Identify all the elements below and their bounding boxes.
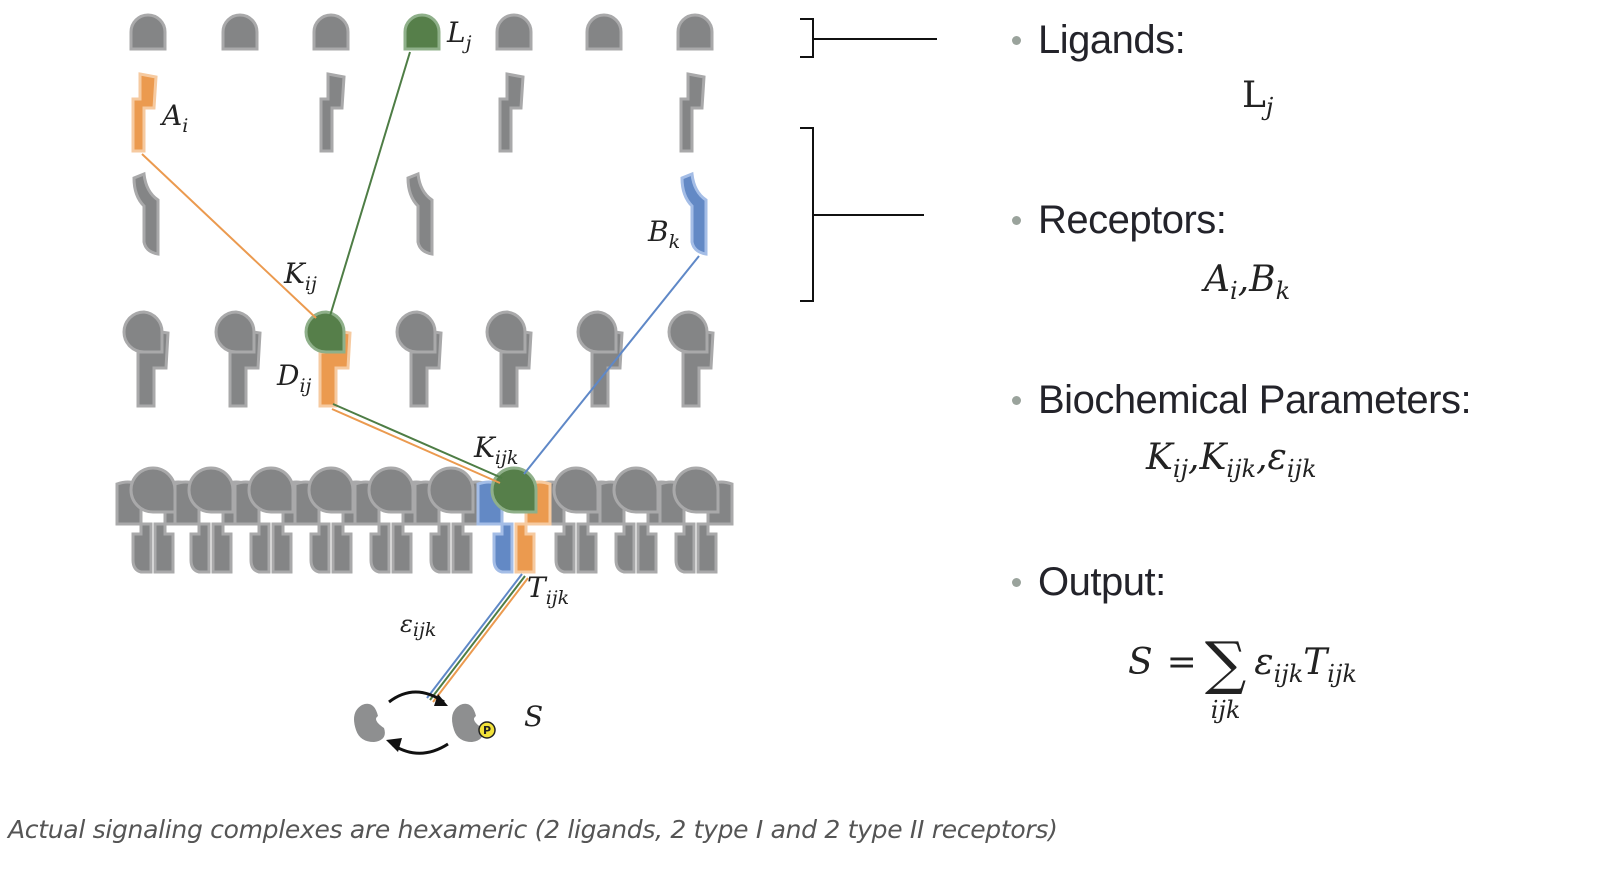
sum-index: ijk <box>1210 696 1241 724</box>
sum-operator: ∑ ijk <box>1205 634 1246 724</box>
output-terms: εijkTijk <box>1254 642 1357 688</box>
trimer <box>413 466 489 574</box>
dimer-row <box>122 310 715 408</box>
trimer-to-output-line-green <box>429 575 526 701</box>
dimer-to-trimer-line-green <box>332 403 503 479</box>
ligand <box>495 13 533 51</box>
substrate-phosphorylated <box>452 703 483 742</box>
bracket-ligands <box>800 18 937 58</box>
label-s: S <box>524 700 543 733</box>
output-equals: = <box>1166 642 1197 683</box>
receptor-b <box>406 172 434 256</box>
ligand-highlighted <box>403 13 441 51</box>
dimer-highlighted <box>304 310 352 408</box>
label-eps-ijk: εijk <box>400 610 436 641</box>
receptor-a-to-dimer-line <box>141 153 317 319</box>
legend-title-parameters: Biochemical Parameters: <box>1038 378 1472 422</box>
receptor-a-row <box>319 72 706 153</box>
label-tijk: Tijk <box>527 571 569 609</box>
ligand <box>221 13 259 51</box>
label-dij: Dij <box>276 359 312 397</box>
substrate-cycle: P <box>354 690 496 755</box>
bracket-receptors <box>800 127 924 302</box>
reverse-arrow-head <box>386 738 402 752</box>
legend-item-parameters: Biochemical Parameters: <box>1012 378 1472 423</box>
ligand <box>585 13 623 51</box>
phosphate-label: P <box>483 724 491 737</box>
caption: Actual signaling complexes are hexameric… <box>8 815 1058 844</box>
legend-title-output: Output: <box>1038 560 1166 604</box>
receptor-a-highlighted <box>131 72 158 153</box>
trimer-to-output-line-blue <box>426 573 523 699</box>
formula-parameters: Kij,Kijk,εijk <box>1146 437 1317 483</box>
label-bk: Bk <box>647 215 680 253</box>
formula-ligands: Lj <box>1242 75 1274 121</box>
legend-title-receptors: Receptors: <box>1038 198 1227 242</box>
receptor-a <box>498 72 525 153</box>
label-kij: Kij <box>283 257 317 295</box>
formula-output: S = ∑ ijk εijkTijk <box>1128 634 1357 724</box>
bullet-icon <box>1012 36 1021 45</box>
output-lhs: S <box>1128 642 1153 683</box>
forward-arrow-head <box>434 694 448 706</box>
phosphate-icon <box>478 721 496 739</box>
ligand <box>676 13 714 51</box>
dimer <box>122 310 170 408</box>
trimer-row <box>115 466 734 574</box>
ligand <box>312 13 350 51</box>
ligand <box>129 13 167 51</box>
receptor-a <box>319 72 346 153</box>
dimer <box>214 310 262 408</box>
legend-item-receptors: Receptors: <box>1012 198 1227 243</box>
reverse-arrow <box>392 742 449 755</box>
formula-receptors: Ai,Bk <box>1204 259 1291 305</box>
trimer <box>658 466 734 574</box>
ligand-to-dimer-line <box>329 51 411 317</box>
substrate-unphosphorylated <box>354 703 385 742</box>
receptor-b-highlighted <box>680 172 708 256</box>
trimer-to-output-line-orange <box>432 577 529 703</box>
label-kijk: Kijk <box>473 431 518 469</box>
receptor-b-row <box>132 172 434 256</box>
legend-item-ligands: Ligands: <box>1012 18 1186 63</box>
label-ai: Ai <box>159 99 188 137</box>
legend-item-output: Output: <box>1012 560 1166 605</box>
label-lj: Lj <box>446 16 472 54</box>
legend-title-ligands: Ligands: <box>1038 18 1186 62</box>
dimer <box>667 310 715 408</box>
receptor-a <box>679 72 706 153</box>
receptor-b-to-trimer-line <box>523 255 700 475</box>
dimer-to-trimer-line-orange <box>331 408 501 484</box>
bullet-icon <box>1012 396 1021 405</box>
bullet-icon <box>1012 216 1021 225</box>
trimer-highlighted <box>476 466 552 574</box>
connection-lines <box>141 51 700 703</box>
sigma-symbol: ∑ <box>1204 629 1247 697</box>
dimer <box>485 310 533 408</box>
bullet-icon <box>1012 578 1021 587</box>
dimer <box>395 310 443 408</box>
receptor-b <box>132 172 160 256</box>
